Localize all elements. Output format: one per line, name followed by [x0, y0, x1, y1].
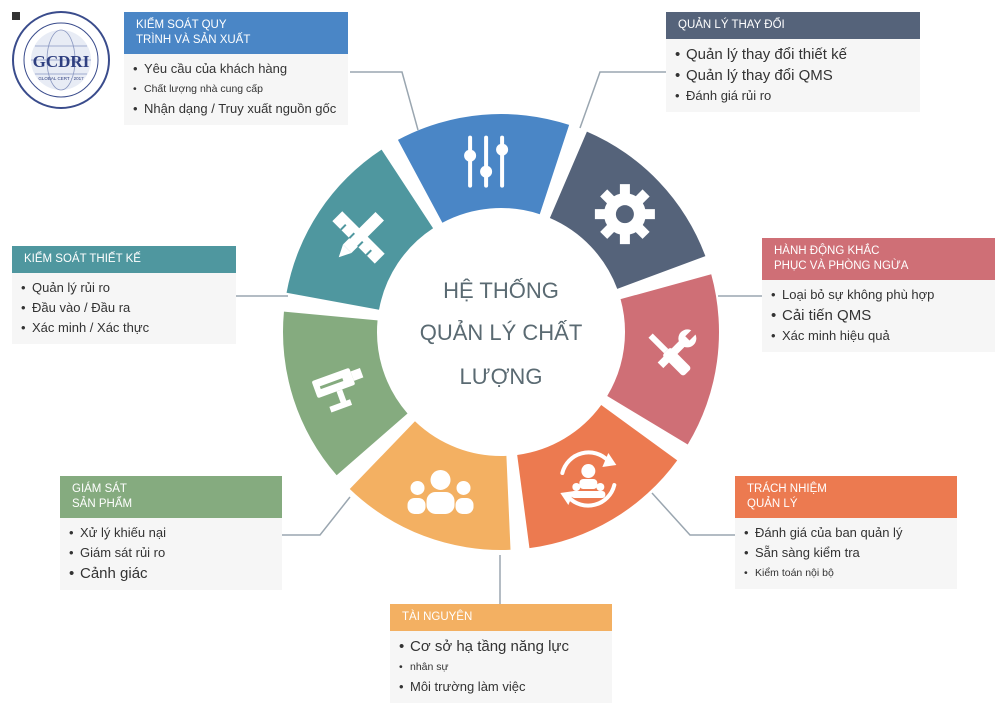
tools-icon [648, 329, 697, 376]
box-title-line1: TRÁCH NHIỆM [747, 483, 827, 495]
list-item: Chất lượng nhà cung cấp [132, 79, 340, 99]
list-item: Quản lý rủi ro [20, 278, 228, 298]
box-title-line2: SẢN PHẨM [72, 498, 133, 510]
list-item: Loại bỏ sự không phù hợp [770, 285, 987, 305]
box-corrective-action: HÀNH ĐỘNG KHẮC PHỤC VÀ PHÒNG NGỪA Loại b… [762, 238, 995, 352]
box-resources: TÀI NGUYÊN Cơ sở hạ tầng năng lực nhân s… [390, 604, 612, 703]
list-item: Đánh giá rủi ro [674, 86, 912, 106]
list-item: Kiểm toán nội bộ [743, 563, 949, 583]
list-item: Sẵn sàng kiểm tra [743, 543, 949, 563]
connector-product-monitoring [282, 496, 351, 536]
connector-process-control [350, 71, 419, 131]
gear-icon [594, 184, 655, 245]
list-item: Môi trường làm việc [398, 677, 604, 697]
people-cycle-icon [560, 450, 617, 508]
box-management-responsibility: TRÁCH NHIỆM QUẢN LÝ Đánh giá của ban quả… [735, 476, 957, 589]
box-title-line2: TRÌNH VÀ SẢN XUẤT [136, 34, 251, 46]
list-item: Xử lý khiếu nại [68, 523, 274, 543]
connector-change-management [579, 71, 666, 129]
segment-product-monitoring [282, 311, 408, 476]
center-title-line1: HỆ THỐNG [443, 277, 559, 303]
box-title-line1: KIỂM SOÁT THIẾT KẾ [24, 253, 141, 265]
connector-management-responsibility [651, 492, 735, 536]
corner-marker [12, 12, 20, 20]
logo-name: GCDRI [33, 52, 90, 71]
box-title-line1: GIÁM SÁT [72, 483, 127, 495]
list-item: Giám sát rủi ro [68, 543, 274, 563]
list-item: Cơ sở hạ tầng năng lực [398, 636, 604, 657]
box-design-control: KIỂM SOÁT THIẾT KẾ Quản lý rủi ro Đầu và… [12, 246, 236, 344]
list-item: Cải tiến QMS [770, 305, 987, 326]
list-item: Cảnh giác [68, 563, 274, 584]
box-header: KIỂM SOÁT QUY TRÌNH VÀ SẢN XUẤT [124, 12, 348, 54]
list-item: Xác minh / Xác thực [20, 318, 228, 338]
center-circle [381, 212, 621, 452]
people-icon [407, 469, 474, 514]
list-item: Nhận dạng / Truy xuất nguồn gốc [132, 99, 340, 119]
center-title-line2: QUẢN LÝ CHẤT [420, 320, 583, 345]
connector-lines [236, 71, 762, 604]
box-title-line1: TÀI NGUYÊN [402, 611, 473, 623]
gcdri-logo: GCDRI GLOBAL CERT · 2017 [12, 11, 110, 109]
box-change-management: QUẢN LÝ THAY ĐỔI Quản lý thay đổi thiết … [666, 12, 920, 112]
center-title-line3: LƯỢNG [460, 364, 543, 389]
list-item: Đánh giá của ban quản lý [743, 523, 949, 543]
segment-management-responsibility [517, 405, 678, 549]
box-title-line1: KIỂM SOÁT QUY [136, 19, 227, 31]
list-item: Quản lý thay đổi thiết kế [674, 44, 912, 65]
camera-icon [312, 368, 364, 413]
box-title-line2: QUẢN LÝ [747, 498, 798, 510]
segment-resources [349, 421, 511, 551]
box-process-control: KIỂM SOÁT QUY TRÌNH VÀ SẢN XUẤT Yêu cầu … [124, 12, 348, 125]
box-title-line1: QUẢN LÝ THAY ĐỔI [678, 19, 785, 31]
box-product-monitoring: GIÁM SÁT SẢN PHẨM Xử lý khiếu nại Giám s… [60, 476, 282, 590]
pencil-ruler-icon [332, 211, 385, 264]
list-item: Yêu cầu của khách hàng [132, 59, 340, 79]
list-item: Đầu vào / Đầu ra [20, 298, 228, 318]
list-item: Quản lý thay đổi QMS [674, 65, 912, 86]
list-item: nhân sự [398, 657, 604, 677]
logo-caption: GLOBAL CERT · 2017 [38, 76, 84, 81]
box-title-line1: HÀNH ĐỘNG KHẮC [774, 245, 880, 257]
list-item: Xác minh hiệu quả [770, 326, 987, 346]
sliders-icon [464, 135, 509, 188]
box-title-line2: PHỤC VÀ PHÒNG NGỪA [774, 260, 909, 272]
